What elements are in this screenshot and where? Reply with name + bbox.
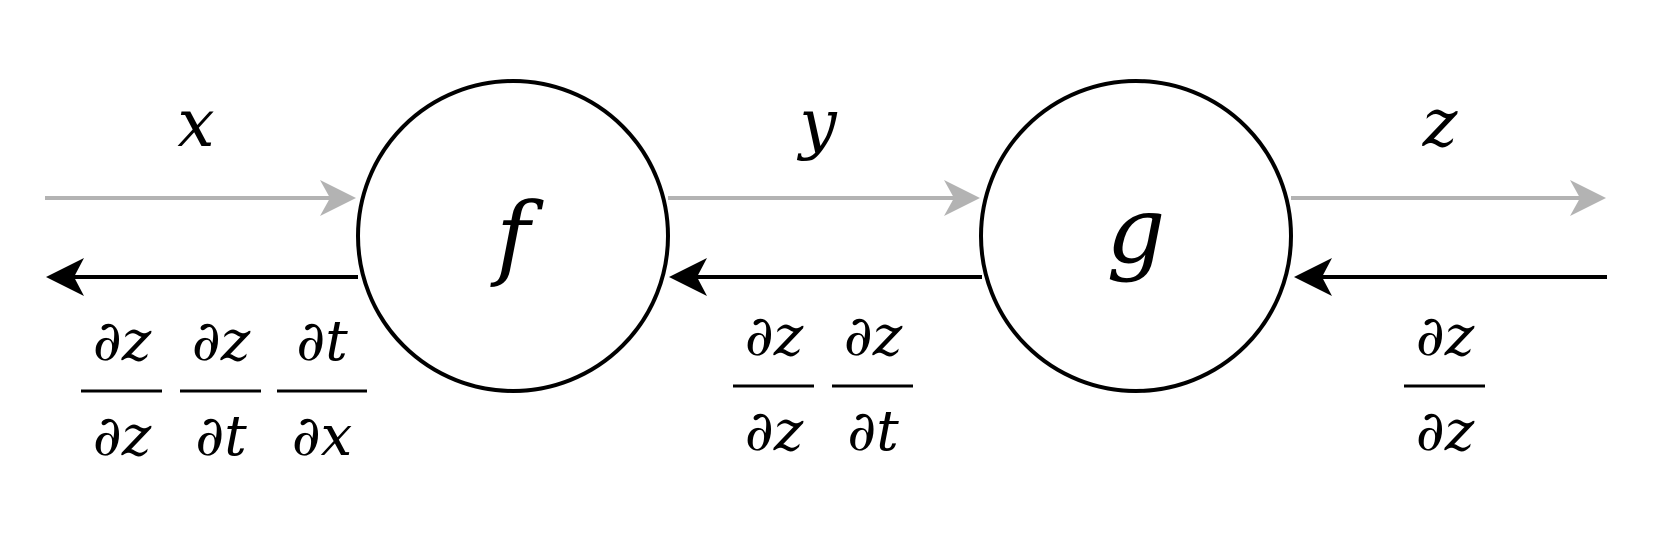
- fraction-denominator: ∂t: [195, 404, 247, 469]
- fraction-numerator: ∂z: [844, 304, 903, 369]
- fraction-denominator: ∂z: [1416, 399, 1475, 464]
- backward-arrowhead-left: [46, 258, 84, 296]
- forward-arrowhead-z: [1570, 180, 1606, 216]
- fraction-denominator: ∂z: [745, 399, 804, 464]
- fraction-numerator: ∂z: [1416, 304, 1475, 369]
- variable-label-x: x: [177, 85, 214, 162]
- fraction-denominator: ∂t: [847, 399, 899, 464]
- backward-arrowhead-right: [1294, 258, 1332, 296]
- node-g-label: g: [1107, 177, 1166, 284]
- node-f-circle: [356, 79, 670, 393]
- backward-arrowhead-middle: [669, 258, 707, 296]
- fraction-numerator: ∂z: [93, 309, 152, 374]
- forward-arrows: [45, 180, 1606, 216]
- node-f: f: [356, 79, 670, 393]
- fraction-denominator: ∂x: [292, 404, 353, 469]
- forward-labels: x y z: [177, 85, 1458, 162]
- backward-arrows: [46, 258, 1607, 296]
- forward-arrowhead-y: [944, 180, 980, 216]
- forward-arrowhead-x: [320, 180, 356, 216]
- gradient-right: ∂z ∂z: [1404, 304, 1485, 464]
- gradient-middle: ∂z ∂z ∂z ∂t: [733, 304, 913, 464]
- node-g: g: [979, 79, 1293, 393]
- gradient-left: ∂z ∂z ∂z ∂t ∂t ∂x: [81, 309, 367, 469]
- node-g-circle: [979, 79, 1293, 393]
- variable-label-z: z: [1422, 85, 1459, 162]
- fraction-numerator: ∂t: [296, 309, 348, 374]
- fraction-numerator: ∂z: [745, 304, 804, 369]
- fraction-numerator: ∂z: [192, 309, 251, 374]
- fraction-denominator: ∂z: [93, 404, 152, 469]
- variable-label-y: y: [796, 85, 837, 162]
